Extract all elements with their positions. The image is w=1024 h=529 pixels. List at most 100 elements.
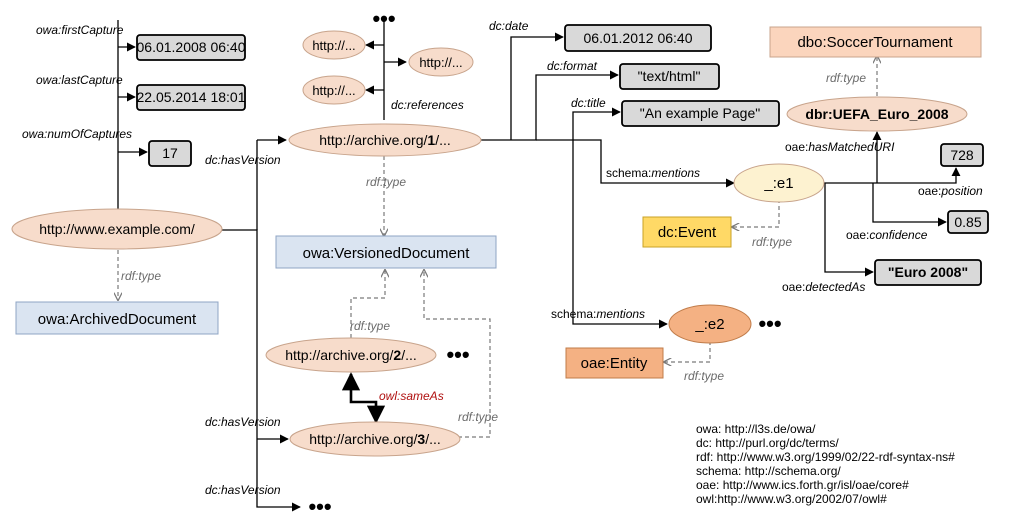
node-uefa-euro: [786, 96, 968, 132]
label-num-captures: owa:numOfCaptures: [22, 127, 132, 141]
node-position-value: [940, 143, 984, 167]
label-references: dc:references: [391, 98, 464, 112]
node-num-captures-value: [148, 140, 192, 167]
label-has-version-3: dc:hasVersion: [205, 483, 281, 497]
ellipsis-v2: •••: [446, 342, 469, 367]
label-type-e2: rdf:type: [684, 369, 724, 383]
label-detected-as: oae:detectedAs: [782, 280, 865, 294]
node-confidence-value-label: 0.85: [954, 214, 981, 230]
namespace-line: owl:http://www.w3.org/2002/07/owl#: [696, 492, 887, 506]
node-title-value-label: "An example Page": [640, 105, 760, 121]
label-same-as: owl:sameAs: [379, 389, 444, 403]
label-type-v3: rdf:type: [458, 410, 498, 424]
node-ref-1-label: http://...: [312, 38, 355, 53]
node-last-capture-value-label: 22.05.2014 18:01: [137, 89, 246, 105]
label-type-v1: rdf:type: [366, 175, 406, 189]
node-ref-2: [408, 47, 474, 77]
label-has-version-1: dc:hasVersion: [205, 153, 281, 167]
node-archive-v2-label: http://archive.org/2/...: [285, 347, 417, 363]
node-archive-v2: [265, 337, 437, 373]
edge-date: [510, 32, 564, 140]
node-e2: [668, 304, 752, 344]
node-archive-v1: [288, 123, 482, 157]
edge-format: [511, 70, 619, 141]
edge-mentions-e1: [573, 139, 735, 188]
node-ref-3-label: http://...: [312, 83, 355, 98]
node-format-value: [619, 63, 720, 90]
node-ref-1: [302, 30, 366, 60]
edge-title: [536, 107, 621, 141]
label-has-matched-uri: oae:hasMatchedURI: [785, 140, 895, 154]
node-title-value: [621, 100, 780, 127]
label-last-capture: owa:lastCapture: [36, 73, 123, 87]
ellipsis-bottom: •••: [308, 494, 331, 519]
edges: [117, 20, 961, 512]
node-position-value-label: 728: [950, 147, 974, 163]
node-soccer-tournament-label: dbo:SoccerTournament: [797, 34, 953, 51]
edge-type-e2: [664, 341, 711, 362]
label-first-capture: owa:firstCapture: [36, 23, 124, 37]
namespace-line: schema: http://schema.org/: [696, 464, 841, 478]
node-last-capture-value: [136, 84, 246, 111]
node-oae-entity-label: oae:Entity: [581, 355, 648, 372]
edge-type-v3: [424, 270, 491, 438]
node-first-capture-value: [136, 34, 246, 61]
namespace-line: rdf: http://www.w3.org/1999/02/22-rdf-sy…: [696, 450, 955, 464]
node-uefa-euro-label: dbr:UEFA_Euro_2008: [805, 106, 948, 122]
node-archive-v1-label: http://archive.org/1/...: [319, 132, 451, 148]
edge-type-e1: [732, 199, 780, 227]
node-versioned-document: [275, 235, 497, 269]
type-edges: [118, 56, 877, 438]
node-format-value-label: "text/html": [638, 68, 701, 84]
label-type-uefa: rdf:type: [826, 71, 866, 85]
node-first-capture-value-label: 06.01.2008 06:40: [137, 39, 246, 55]
label-type-e1: rdf:type: [752, 235, 792, 249]
label-dc-title: dc:title: [571, 96, 606, 110]
node-archived-document: [15, 301, 219, 335]
node-example-com: [11, 208, 223, 250]
node-example-com-label: http://www.example.com/: [39, 221, 195, 237]
label-has-version-2: dc:hasVersion: [205, 415, 281, 429]
edge-confidence: [872, 183, 947, 227]
ellipsis-top: •••: [372, 6, 395, 31]
node-num-captures-value-label: 17: [162, 145, 178, 161]
edge-e1-out: [824, 167, 961, 184]
node-e1: [733, 163, 825, 203]
edge-mentions-e2: [572, 140, 668, 329]
node-dc-event-label: dc:Event: [658, 224, 717, 241]
node-archived-document-label: owa:ArchivedDocument: [38, 311, 197, 328]
node-confidence-value: [947, 210, 989, 234]
edge-detected-as: [824, 183, 874, 277]
node-e1-label: _:e1: [763, 175, 793, 192]
label-position: oae:position: [918, 184, 983, 198]
edge-type-v2: [350, 270, 385, 338]
label-dc-date: dc:date: [489, 19, 529, 33]
label-mentions-e2: schema:mentions: [551, 307, 645, 321]
node-versioned-document-label: owa:VersionedDocument: [303, 245, 471, 262]
node-archive-v3: [289, 421, 461, 457]
edge-example-to-versions: [222, 229, 301, 512]
label-type-example: rdf:type: [121, 269, 161, 283]
node-e2-label: _:e2: [694, 316, 724, 333]
label-type-v2: rdf:type: [350, 319, 390, 333]
node-soccer-tournament: [769, 26, 982, 58]
namespace-line: owa: http://l3s.de/owa/: [696, 422, 816, 436]
node-archive-v3-label: http://archive.org/3/...: [309, 431, 441, 447]
ellipsis-e2: •••: [758, 311, 781, 336]
node-ref-2-label: http://...: [419, 55, 462, 70]
node-oae-entity: [565, 347, 664, 379]
label-dc-format: dc:format: [547, 59, 598, 73]
node-detected-as-value: [874, 259, 982, 286]
namespace-legend: owa: http://l3s.de/owa/ dc: http://purl.…: [696, 422, 955, 506]
edge-same-as: [341, 372, 386, 424]
namespace-line: oae: http://www.ics.forth.gr/isl/oae/cor…: [696, 478, 909, 492]
namespace-line: dc: http://purl.org/dc/terms/: [696, 436, 839, 450]
node-date-value: [564, 24, 712, 52]
label-confidence: oae:confidence: [846, 228, 928, 242]
node-ref-3: [302, 75, 366, 105]
node-dc-event: [642, 216, 732, 248]
label-mentions-e1: schema:mentions: [606, 166, 700, 180]
node-detected-as-value-label: "Euro 2008": [888, 264, 968, 280]
node-date-value-label: 06.01.2012 06:40: [584, 30, 693, 46]
